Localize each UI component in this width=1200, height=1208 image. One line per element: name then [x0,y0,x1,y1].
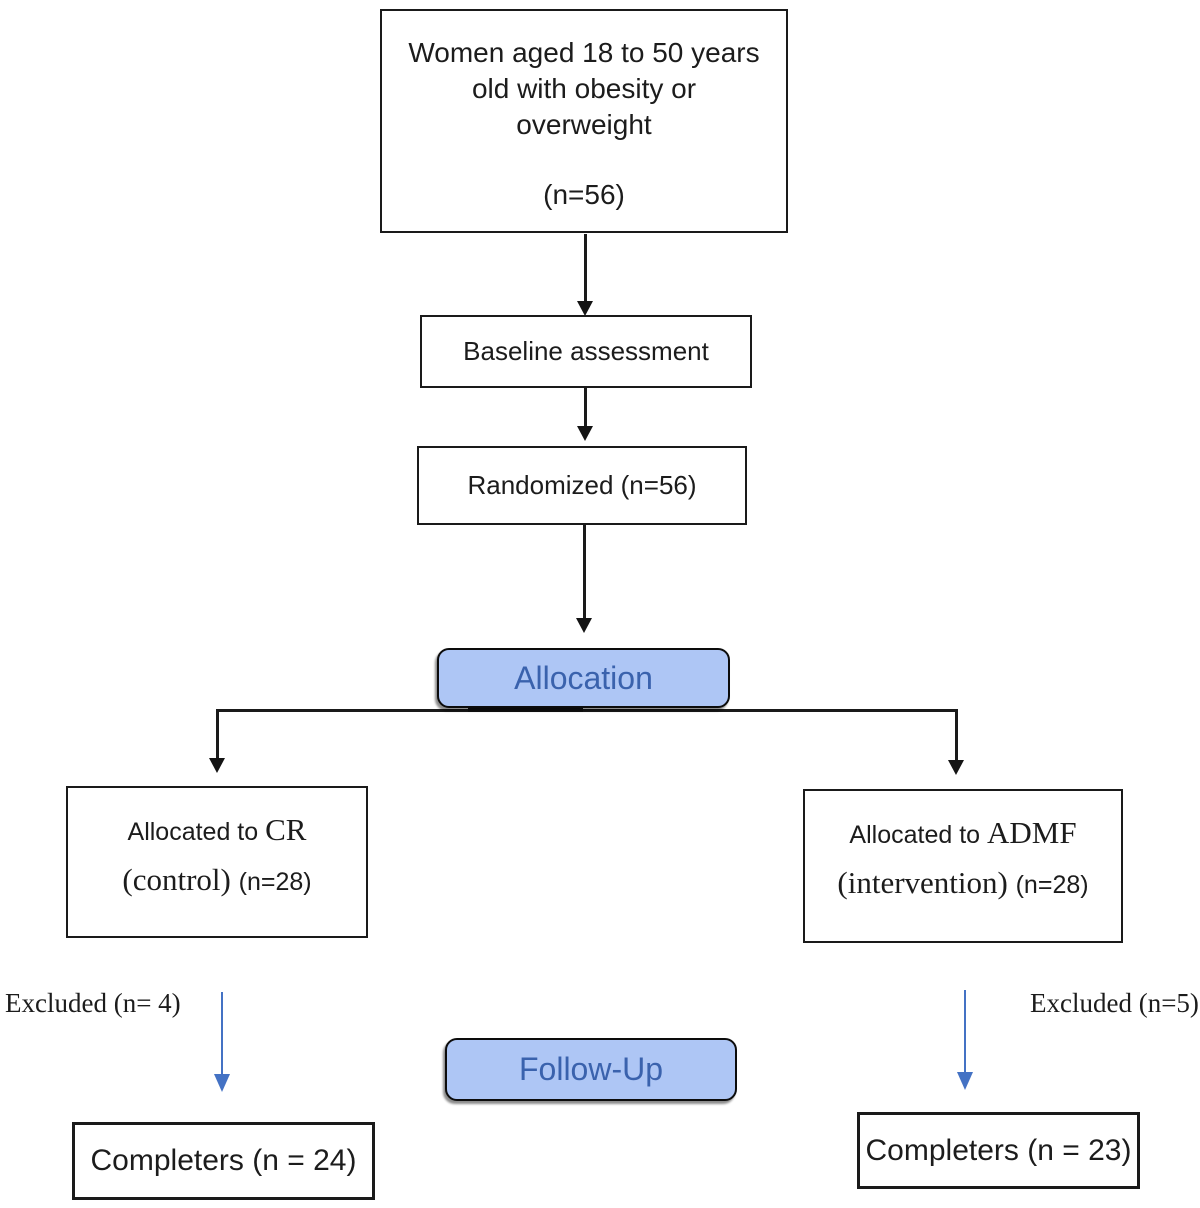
excluded-right-label: Excluded (n=5) [1030,988,1199,1018]
followup-banner: Follow-Up [445,1038,737,1101]
followup-left-arrow-line [221,992,223,1074]
arrow-population-baseline-head-icon [577,301,593,316]
completers-right-label: Completers (n = 23) [865,1133,1132,1167]
branch-right-head-icon [948,760,964,775]
arrow-randomized-allocation-line [583,525,586,618]
intervention-line-2: (intervention) (n=28) [837,861,1088,911]
excluded-left-label: Excluded (n= 4) [5,988,181,1018]
arrow-baseline-randomized-head-icon [577,426,593,441]
branch-horizontal-line [217,709,957,712]
control-prefix: Allocated to [127,818,266,846]
arrow-randomized-allocation-head-icon [576,618,592,633]
completers-right-box: Completers (n = 23) [857,1112,1140,1189]
control-allocation-box: Allocated to CR (control) (n=28) [66,786,368,938]
randomized-box: Randomized (n=56) [417,446,747,525]
population-line-3: overweight [516,109,652,140]
intervention-prefix: Allocated to [849,821,987,849]
arrow-population-baseline-line [584,234,587,301]
allocation-label: Allocation [514,659,653,696]
control-n: (n=28) [238,868,312,896]
intervention-line-1: Allocated to ADMF [849,811,1076,861]
population-line-1: Women aged 18 to 50 years [408,37,760,68]
population-box: Women aged 18 to 50 years old with obesi… [380,9,788,233]
control-detail: (control) [122,862,239,897]
baseline-label: Baseline assessment [463,336,709,366]
completers-left-box: Completers (n = 24) [72,1122,375,1200]
control-line-1: Allocated to CR [128,808,307,858]
intervention-n: (n=28) [1015,871,1089,899]
followup-label: Follow-Up [518,1051,664,1087]
intervention-group: ADMF [987,815,1077,850]
followup-right-arrow-head-icon [957,1072,973,1090]
followup-left-arrow-head-icon [214,1074,230,1092]
arrow-baseline-randomized-line [584,388,587,426]
baseline-box: Baseline assessment [420,315,752,388]
population-n: (n=56) [543,179,625,210]
allocation-banner-shadow [468,707,583,712]
completers-left-label: Completers (n = 24) [90,1144,357,1177]
branch-left-line [216,709,219,758]
control-line-2: (control) (n=28) [122,858,311,908]
control-group: CR [265,812,307,847]
intervention-allocation-box: Allocated to ADMF (intervention) (n=28) [803,789,1123,943]
followup-right-arrow-line [964,990,966,1072]
branch-left-head-icon [209,758,225,773]
branch-right-line [955,709,958,760]
randomized-label: Randomized (n=56) [467,470,697,500]
population-line-2: old with obesity or [471,73,697,104]
allocation-banner: Allocation [437,648,730,708]
intervention-detail: (intervention) [837,865,1016,900]
